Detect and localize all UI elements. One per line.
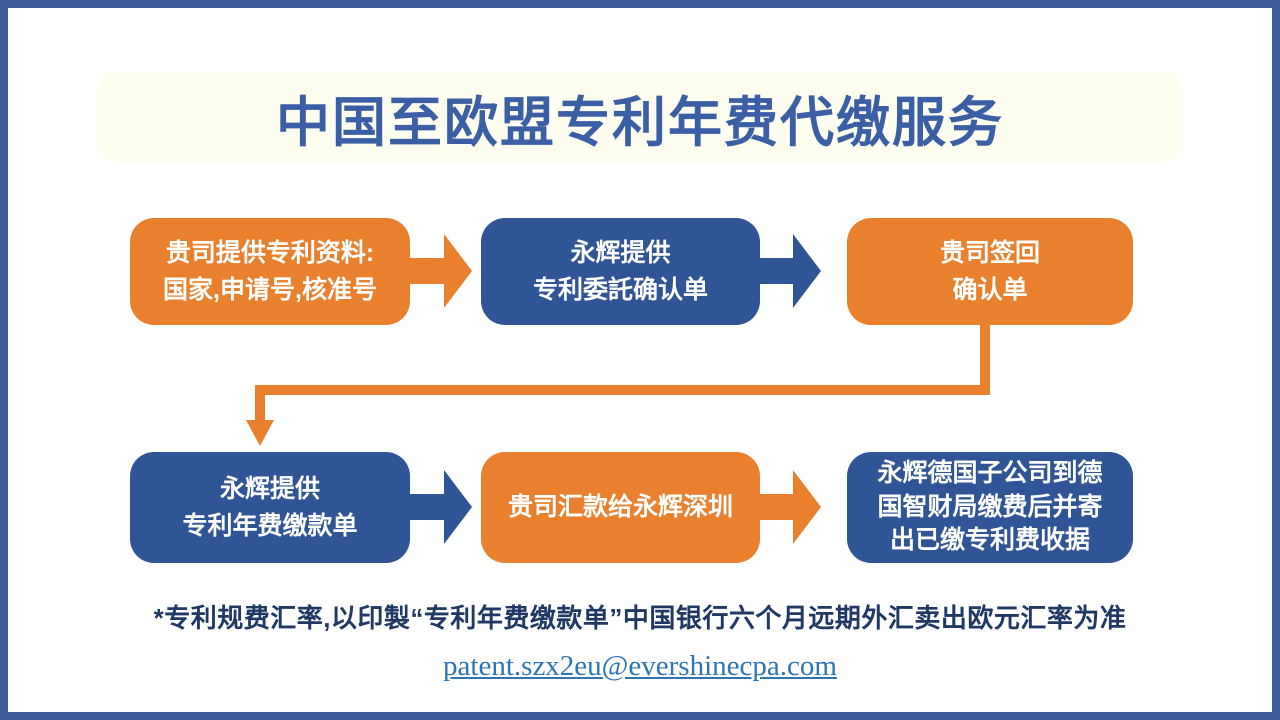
flow-step-1-label: 贵司提供专利资料: 国家,申请号,核准号 [163, 239, 377, 304]
flow-step-4: 永辉提供 专利年费缴款单 [130, 452, 410, 563]
flow-step-1: 贵司提供专利资料: 国家,申请号,核准号 [130, 218, 410, 325]
flow-step-2: 永辉提供 专利委託确认单 [481, 218, 760, 325]
arrow-right-icon [408, 470, 472, 544]
flow-step-5: 贵司汇款给永辉深圳 [481, 452, 760, 563]
email-link[interactable]: patent.szx2eu@evershinecpa.com [443, 650, 837, 682]
arrow-right-icon [757, 234, 821, 308]
flow-step-5-label: 贵司汇款给永辉深圳 [507, 493, 733, 522]
flow-step-6: 永辉德国子公司到德 国智财局缴费后并寄 出已缴专利费收据 [847, 452, 1133, 563]
title-band: 中国至欧盟专利年费代缴服务 [97, 72, 1183, 162]
flow-step-3-label: 贵司签回 确认单 [939, 239, 1040, 304]
flow-step-2-label: 永辉提供 专利委託确认单 [532, 239, 708, 304]
arrow-right-icon [757, 470, 821, 544]
page-title: 中国至欧盟专利年费代缴服务 [276, 92, 1004, 153]
flow-step-4-label: 永辉提供 专利年费缴款单 [182, 475, 358, 540]
contact-email-row: patent.szx2eu@evershinecpa.com [0, 650, 1280, 683]
arrow-right-icon [408, 234, 472, 308]
flow-step-3: 贵司签回 确认单 [847, 218, 1133, 325]
flow-step-6-label: 永辉德国子公司到德 国智财局缴费后并寄 出已缴专利费收据 [877, 459, 1103, 555]
exchange-rate-footnote: *专利规费汇率,以印製“专利年费缴款单”中国银行六个月远期外汇卖出欧元汇率为准 [153, 603, 1127, 633]
